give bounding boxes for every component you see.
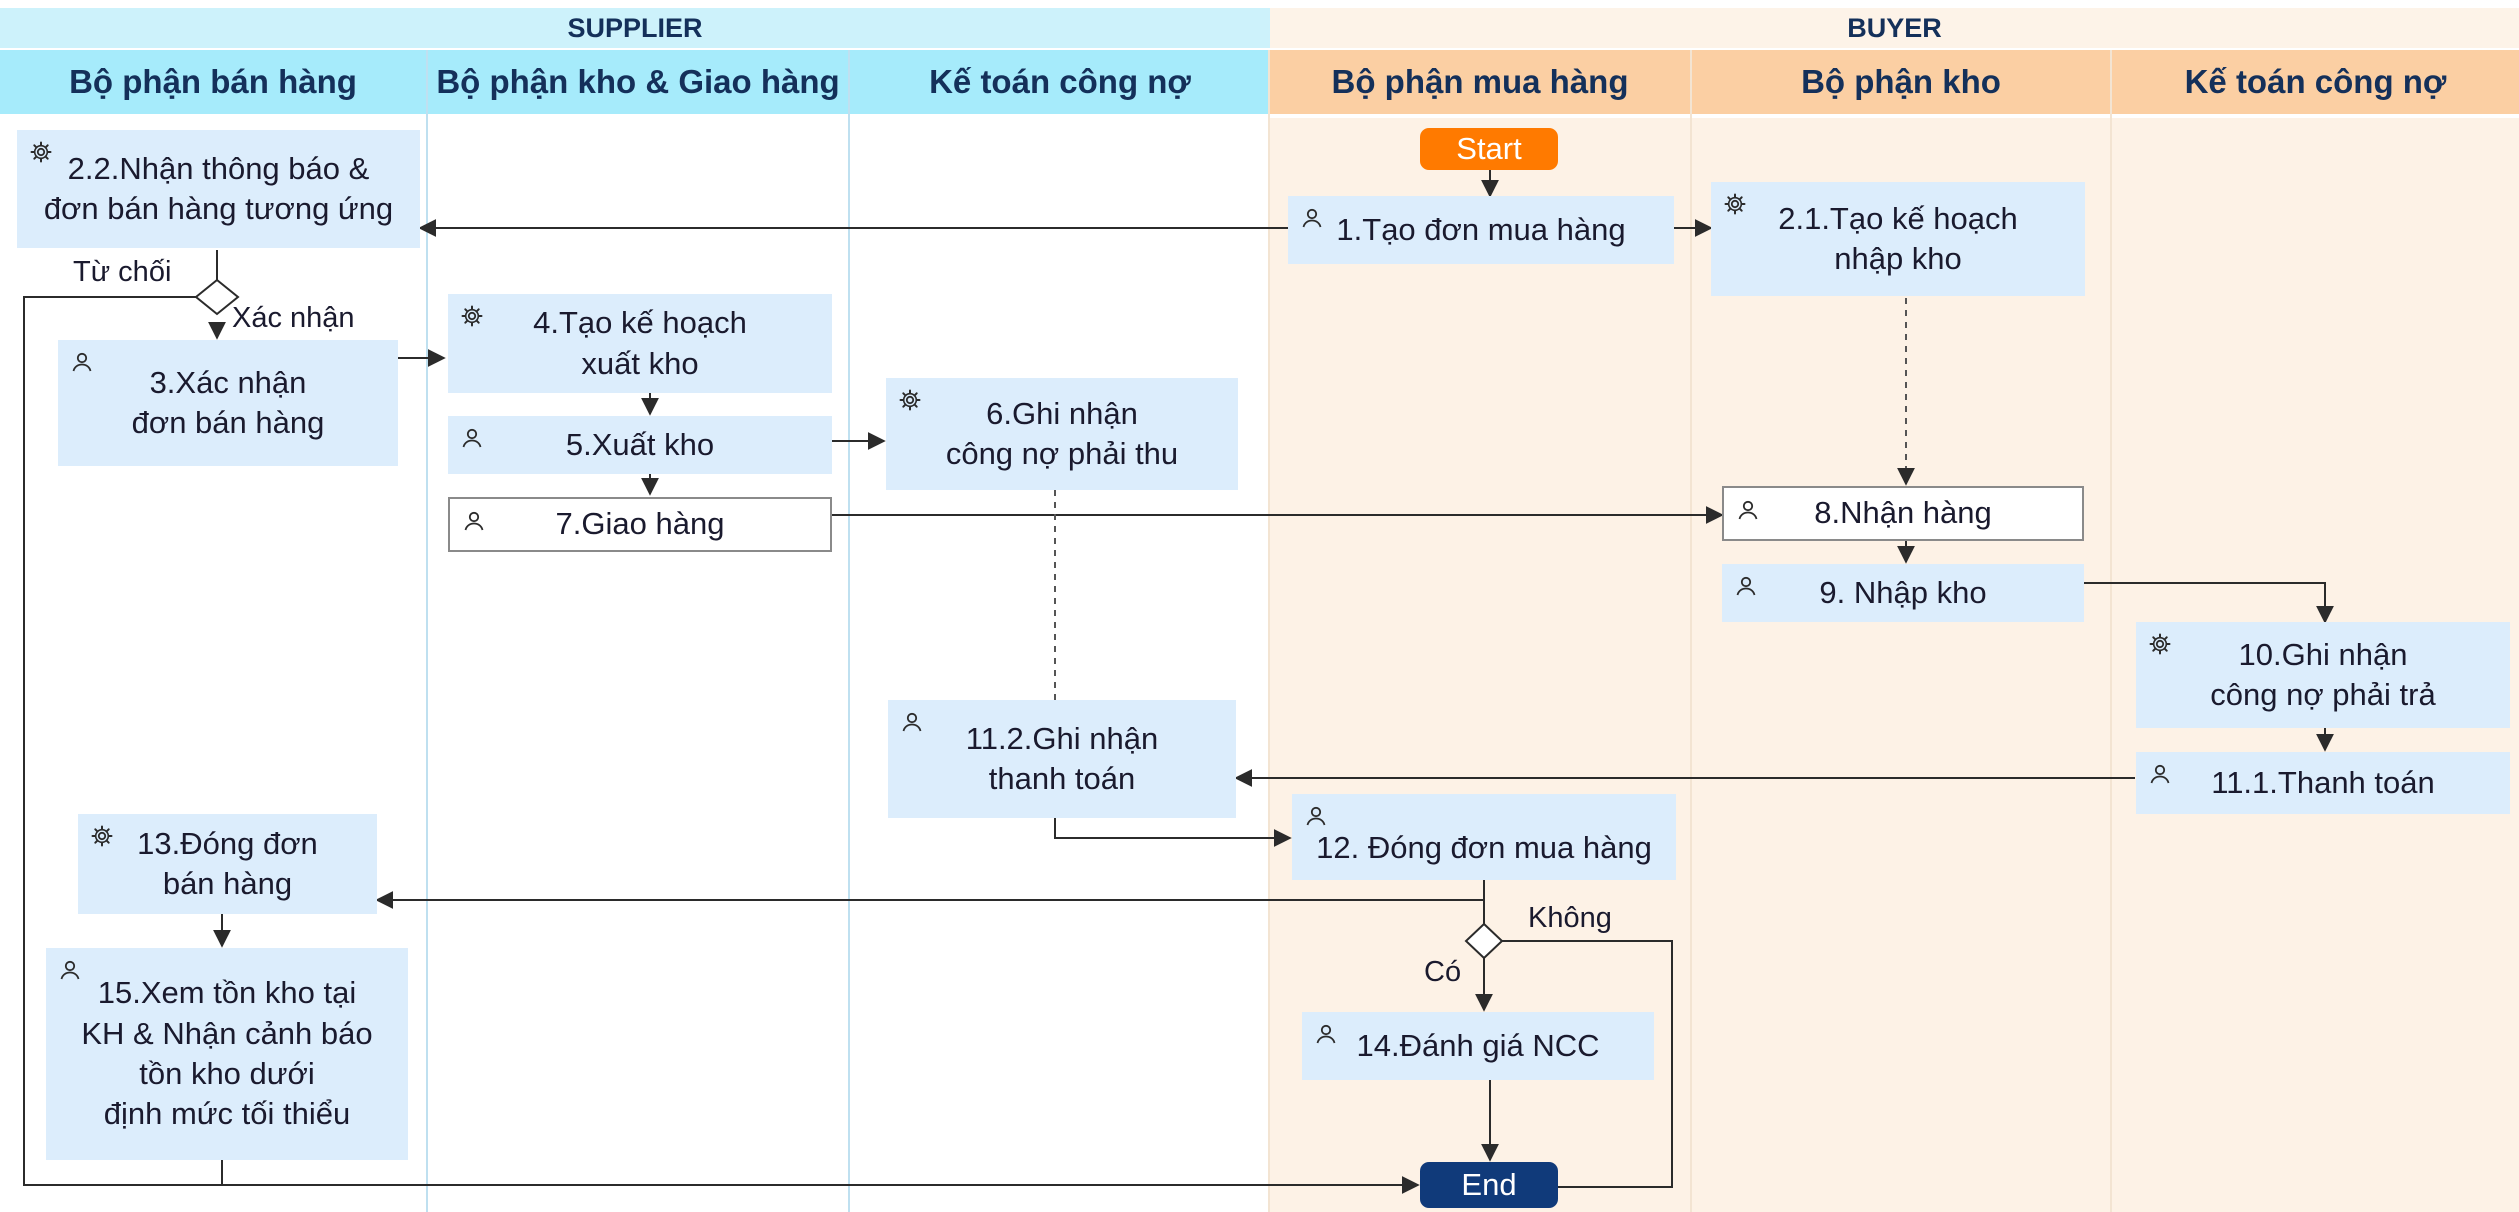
step-11-1-payment: 11.1.Thanh toán [2136, 752, 2510, 814]
edge-9-to-10 [2084, 582, 2334, 624]
step-1-create-purchase-order: 1.Tạo đơn mua hàng [1288, 196, 1674, 264]
end-label: End [1461, 1167, 1517, 1202]
step-5-label: 5.Xuất kho [565, 426, 715, 462]
step-15-view-inventory: 15.Xem tồn kho tại KH & Nhận cảnh báo tồ… [46, 948, 408, 1160]
step-5-dispatch: 5.Xuất kho [448, 416, 832, 474]
gear-icon [898, 388, 922, 412]
lane-buyer-warehouse-header: Bộ phận kho [1692, 50, 2110, 114]
lane-purchasing-header: Bộ phận mua hàng [1270, 50, 1690, 114]
lane-sales-header: Bộ phận bán hàng [0, 50, 426, 114]
start-terminal: Start [1420, 128, 1558, 170]
buyer-group-title: BUYER [1847, 12, 1942, 43]
edge-12-to-13 [375, 878, 1485, 909]
user-icon [1304, 804, 1328, 828]
user-icon [462, 509, 486, 533]
user-icon [58, 958, 82, 982]
supplier-group-title: SUPPLIER [567, 12, 703, 43]
user-icon [1300, 206, 1324, 230]
step-1-label: 1.Tạo đơn mua hàng [1336, 211, 1626, 247]
yes-edge-label: Có [1424, 956, 1462, 988]
step-2-1-label: 2.1.Tạo kế hoạch nhập kho [1778, 200, 2018, 276]
step-13-close-sales-order: 13.Đóng đơn bán hàng [78, 814, 377, 914]
user-icon [70, 350, 94, 374]
confirm-edge-label: Xác nhận [232, 302, 355, 334]
gear-icon [460, 304, 484, 328]
lane-purchasing-title: Bộ phận mua hàng [1331, 63, 1629, 100]
gear-icon [90, 824, 114, 848]
step-2-2-receive-notification: 2.2.Nhận thông báo & đơn bán hàng tương … [17, 130, 420, 248]
gear-icon [2148, 632, 2172, 656]
step-10-record-payables: 10.Ghi nhận công nợ phải trả [2136, 622, 2510, 728]
step-6-label: 6.Ghi nhận công nợ phải thu [945, 395, 1179, 471]
step-8-receive-goods: 8.Nhận hàng [1722, 486, 2084, 541]
user-icon [1314, 1022, 1338, 1046]
step-15-label: 15.Xem tồn kho tại KH & Nhận cảnh báo tồ… [81, 975, 373, 1132]
gear-icon [1723, 192, 1747, 216]
end-terminal: End [1420, 1162, 1558, 1208]
user-icon [2148, 762, 2172, 786]
edge-reject-to-end [23, 296, 1420, 1194]
lane-buyer-accounting-header: Kế toán công nợ [2112, 50, 2519, 114]
user-icon [1734, 574, 1758, 598]
lane-divider [426, 50, 428, 1212]
edge-decision-no-to-end [1502, 940, 1673, 1196]
step-2-2-label: 2.2.Nhận thông báo & đơn bán hàng tương … [43, 150, 394, 226]
step-12-close-purchase-order: 12. Đóng đơn mua hàng [1292, 794, 1676, 880]
step-7-delivery: 7.Giao hàng [448, 497, 832, 552]
step-9-stock-in: 9. Nhập kho [1722, 564, 2084, 622]
confirm-decision-diamond [194, 278, 240, 316]
step-7-label: 7.Giao hàng [555, 506, 725, 542]
no-edge-label: Không [1528, 902, 1612, 934]
reject-edge-label: Từ chối [73, 256, 172, 288]
step-11-2-record-payment: 11.2.Ghi nhận thanh toán [888, 700, 1236, 818]
lane-sales-title: Bộ phận bán hàng [69, 63, 357, 100]
lane-divider [1690, 50, 1692, 1212]
buyer-group-header: BUYER [1270, 8, 2519, 48]
step-11-1-label: 11.1.Thanh toán [2211, 764, 2435, 800]
lane-divider [1268, 50, 1270, 1212]
step-3-confirm-sales-order: 3.Xác nhận đơn bán hàng [58, 340, 398, 466]
lane-buyer-warehouse-title: Bộ phận kho [1801, 63, 2001, 100]
step-14-label: 14.Đánh giá NCC [1356, 1027, 1600, 1063]
step-14-evaluate-supplier: 14.Đánh giá NCC [1302, 1012, 1654, 1080]
user-icon [460, 426, 484, 450]
step-12-label: 12. Đóng đơn mua hàng [1316, 829, 1652, 865]
step-4-create-dispatch-plan: 4.Tạo kế hoạch xuất kho [448, 294, 832, 393]
lane-divider [848, 50, 850, 1212]
lane-supplier-accounting-header: Kế toán công nợ [850, 50, 1270, 114]
evaluate-decision-diamond [1464, 922, 1504, 960]
lane-buyer-accounting-title: Kế toán công nợ [2184, 63, 2447, 100]
step-2-1-create-receiving-plan: 2.1.Tạo kế hoạch nhập kho [1711, 182, 2085, 296]
user-icon [1736, 498, 1760, 522]
edge-11-2-to-12 [1054, 818, 1292, 847]
step-4-label: 4.Tạo kế hoạch xuất kho [533, 305, 747, 381]
lane-warehouse-delivery-title: Bộ phận kho & Giao hàng [436, 63, 840, 100]
supplier-group-header: SUPPLIER [0, 8, 1270, 48]
lane-supplier-accounting-title: Kế toán công nợ [929, 63, 1191, 100]
gear-icon [29, 140, 53, 164]
step-13-label: 13.Đóng đơn bán hàng [137, 825, 318, 901]
step-3-label: 3.Xác nhận đơn bán hàng [131, 364, 325, 440]
step-11-2-label: 11.2.Ghi nhận thanh toán [965, 720, 1159, 796]
step-10-label: 10.Ghi nhận công nợ phải trả [2210, 636, 2436, 712]
lane-divider [2110, 50, 2112, 1212]
user-icon [900, 710, 924, 734]
step-9-label: 9. Nhập kho [1819, 574, 1987, 610]
step-6-record-receivables: 6.Ghi nhận công nợ phải thu [886, 378, 1238, 490]
start-label: Start [1456, 131, 1522, 166]
step-8-label: 8.Nhận hàng [1814, 495, 1992, 531]
lane-warehouse-delivery-header: Bộ phận kho & Giao hàng [428, 50, 848, 114]
